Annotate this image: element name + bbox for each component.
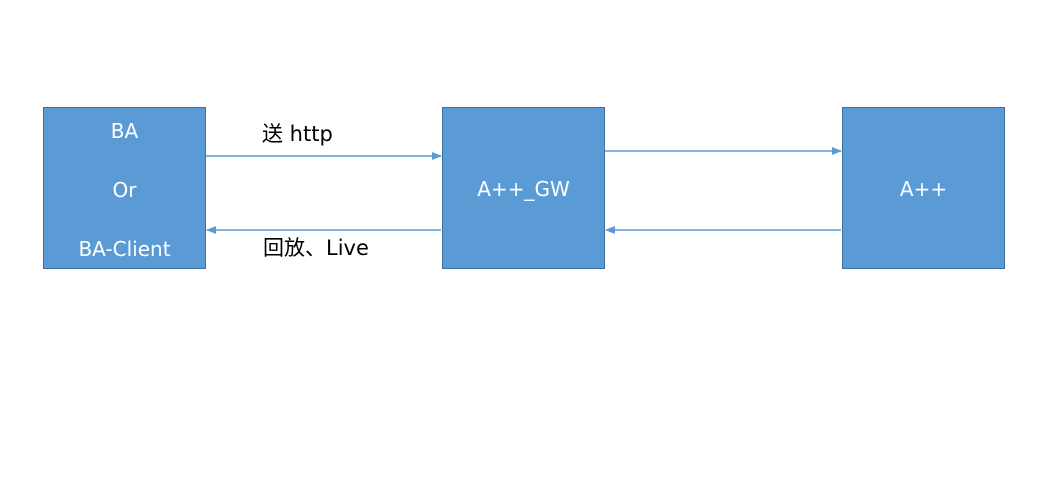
client-label-line-3: BA-Client — [78, 237, 171, 261]
client-label-line-2: Or — [112, 178, 137, 202]
client-label-line-1: BA — [110, 119, 139, 143]
playback-live-label: 回放、Live — [263, 236, 369, 260]
send-http-label: 送 http — [262, 122, 333, 146]
gateway-node: A++_GW — [442, 107, 605, 269]
server-label: A++ — [899, 177, 948, 201]
client-node: BA Or BA-Client — [43, 107, 206, 269]
server-node: A++ — [842, 107, 1005, 269]
gateway-label: A++_GW — [477, 177, 570, 201]
